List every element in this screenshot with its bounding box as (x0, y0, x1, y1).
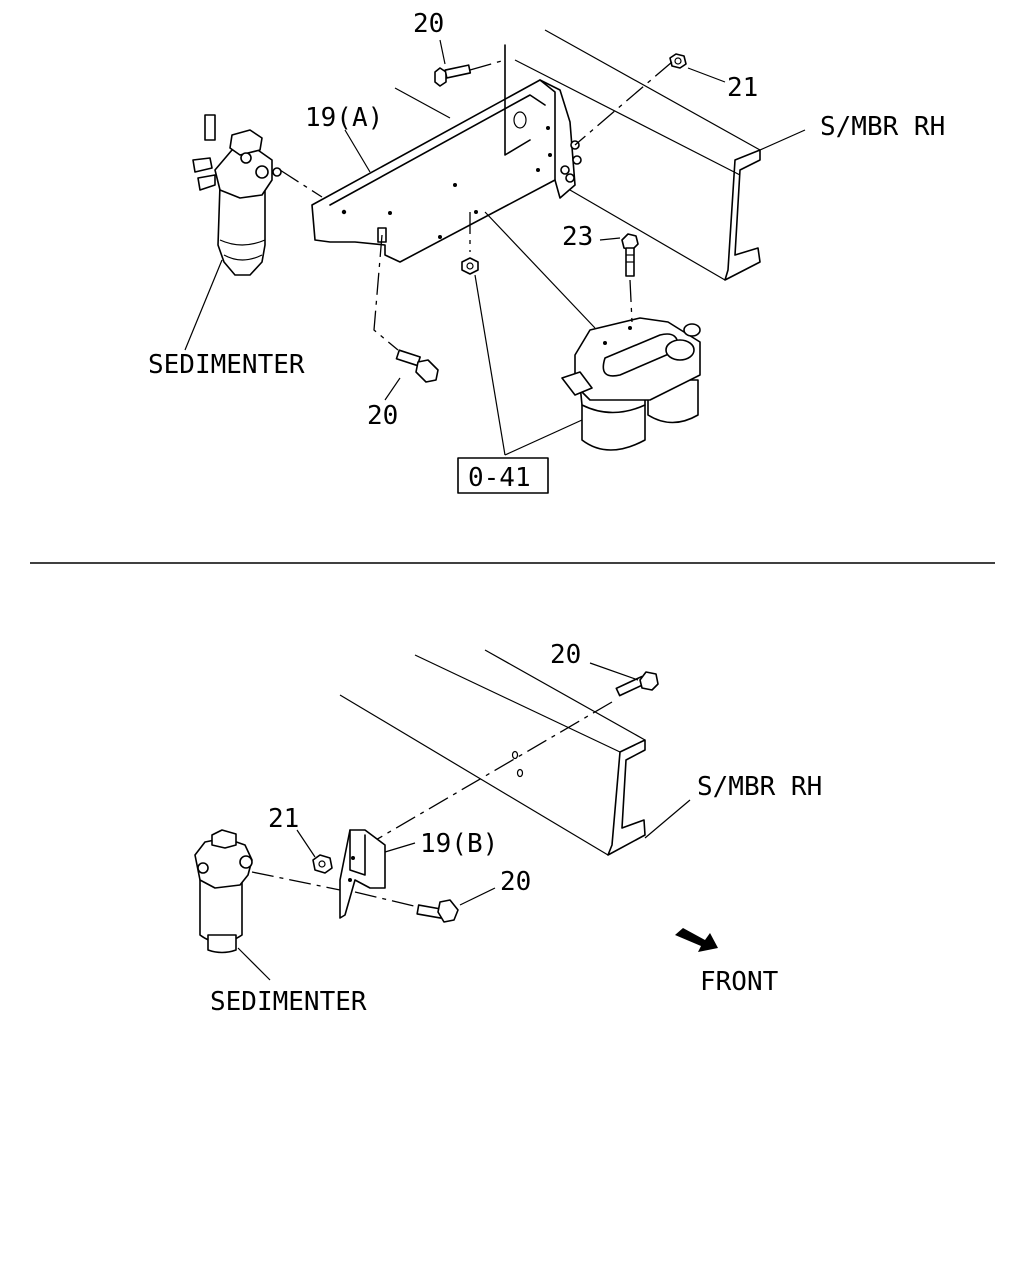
front-label: FRONT (700, 967, 779, 997)
bolt-20-top (434, 64, 472, 87)
lower-sedimenter-label: SEDIMENTER (210, 987, 367, 1017)
lower-callout-20-lower: 20 (500, 867, 531, 897)
lower-callout-20-top: 20 (550, 640, 581, 670)
side-member-upper (394, 29, 761, 281)
lower-bracket-label: 19(B) (420, 829, 498, 859)
sedimenter-lower (194, 829, 253, 954)
fuel-filter-assembly (561, 317, 701, 451)
front-arrow-icon (675, 928, 718, 952)
upper-view: 20 21 S/MBR RH 19(A) 23 SEDIMENTER 20 0-… (148, 9, 945, 494)
upper-callout-20-lower: 20 (367, 401, 398, 431)
lower-view: 20 S/MBR RH 21 19(B) 20 FRONT SEDIMENTER (194, 640, 822, 1017)
upper-bracket-label: 19(A) (305, 103, 383, 133)
bolt-23 (621, 233, 639, 277)
bolt-20-lower-view-top (615, 671, 659, 697)
nut-center (461, 257, 479, 275)
lower-member-label: S/MBR RH (697, 772, 822, 802)
upper-sedimenter-label: SEDIMENTER (148, 350, 305, 380)
upper-member-label: S/MBR RH (820, 112, 945, 142)
side-member-lower (339, 649, 646, 856)
bracket-studs (560, 140, 582, 183)
lower-callout-21: 21 (268, 804, 299, 834)
nut-21-top (669, 53, 687, 69)
upper-callout-23: 23 (562, 222, 593, 252)
bolt-20-lower-view-lower (416, 899, 459, 923)
nut-21-lower (312, 854, 333, 874)
bolt-20-lower (395, 349, 439, 383)
upper-callout-20-top: 20 (413, 9, 444, 39)
sedimenter-upper (192, 114, 282, 276)
mounting-plate-outline (504, 44, 531, 156)
upper-callout-21: 21 (727, 73, 758, 103)
ref-box-label: 0-41 (468, 463, 531, 493)
bracket-19b (339, 829, 386, 919)
ref-box-0-41[interactable]: 0-41 (457, 457, 549, 494)
